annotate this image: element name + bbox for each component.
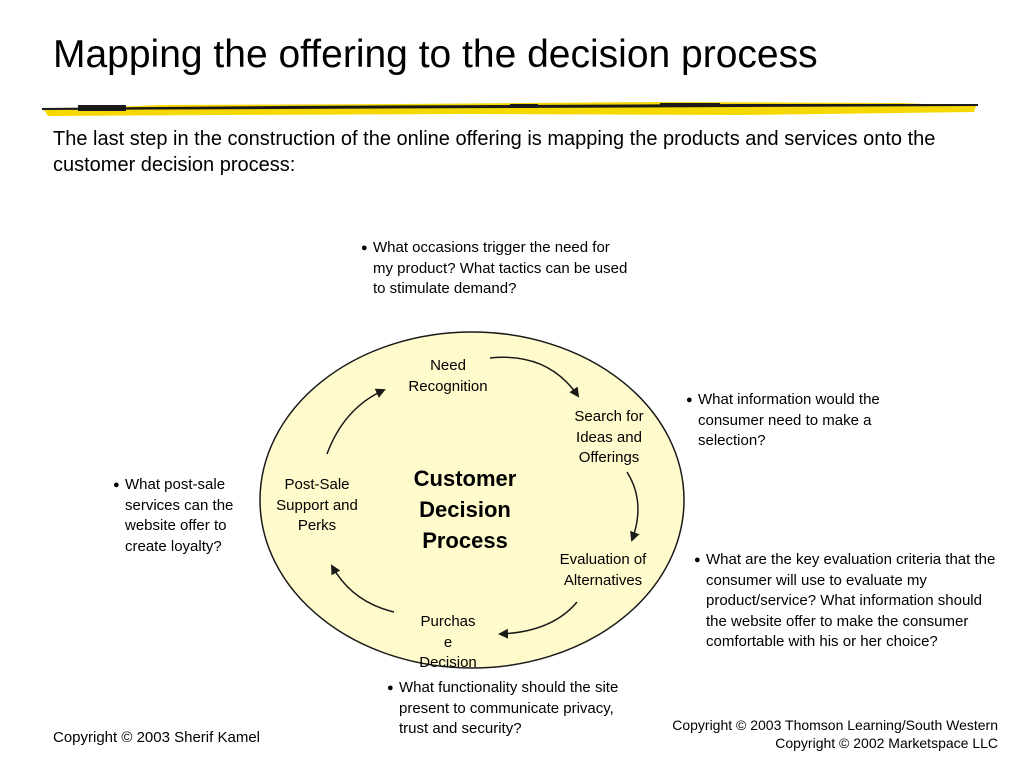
center-label-line: Process [422,528,508,553]
question-text: What functionality should the site prese… [399,679,619,737]
stage-label-line: Search for [574,408,644,425]
stage-post-sale: Post-Sale Support and Perks [262,475,372,537]
stage-label-line: Recognition [408,377,488,395]
question-text: What occasions trigger the need for my p… [373,239,628,297]
stage-search: Search for Ideas and Offerings [556,407,662,469]
stage-label-line: Need [430,357,466,374]
arrow-evaluation-to-purchase [498,601,578,639]
question-purchase: ● What functionality should the site pre… [387,678,625,740]
bullet-icon: ● [361,242,368,254]
arrow-need-to-search [489,356,580,398]
stage-label-line: Perks [297,517,337,534]
stage-need-recognition: Need Recognition [390,356,506,397]
stage-label-line: Ideas and [576,428,642,446]
bullet-icon: ● [694,554,701,566]
center-label-line: Customer [413,466,517,491]
question-need: ● What occasions trigger the need for my… [361,238,629,300]
footer-copyright-line: Copyright © 2003 Thomson Learning/South … [672,717,998,733]
question-text: What post-sale services can the website … [125,476,234,555]
intro-paragraph: The last step in the construction of the… [53,128,936,176]
question-postsale: ● What post-sale services can the websit… [113,475,255,557]
stage-evaluation: Evaluation of Alternatives [548,550,658,591]
title-underline-brush [42,102,978,116]
question-search: ● What information would the consumer ne… [686,390,886,452]
stage-label-line: Purchas [420,613,476,630]
question-text: What information would the consumer need… [698,391,880,449]
arrow-purchase-to-postsale [331,564,395,613]
question-text: What are the key evaluation criteria tha… [706,551,996,650]
arrow-postsale-to-need [326,388,386,455]
question-evaluation: ● What are the key evaluation criteria t… [694,550,1000,653]
stage-label-line: e [443,633,453,651]
ink-blot [660,103,720,106]
stage-label-line: Support and [276,496,358,514]
arrow-search-to-evaluation [626,471,640,542]
center-label: Customer Decision Process [395,463,535,556]
stage-label-line: Alternatives [563,571,643,589]
ink-blot [510,104,538,108]
bullet-icon: ● [686,394,693,406]
stage-purchase-decision: Purchas e Decision [406,612,490,674]
stage-label-line: Decision [419,654,477,671]
stage-label-line: Offerings [578,449,640,466]
footer-copyright-line: Copyright © 2002 Marketspace LLC [775,735,998,751]
stage-label-line: Post-Sale [284,476,350,493]
ink-blot [78,105,126,111]
footer-copyright-left: Copyright © 2003 Sherif Kamel [53,729,260,746]
footer-copyright-right: Copyright © 2003 Thomson Learning/South … [672,716,998,752]
bullet-icon: ● [387,682,394,694]
bullet-icon: ● [113,479,120,491]
center-label-line: Decision [419,497,511,522]
slide-title: Mapping the offering to the decision pro… [53,33,818,76]
decision-process-ellipse [259,331,685,669]
stage-label-line: Evaluation of [559,551,647,568]
